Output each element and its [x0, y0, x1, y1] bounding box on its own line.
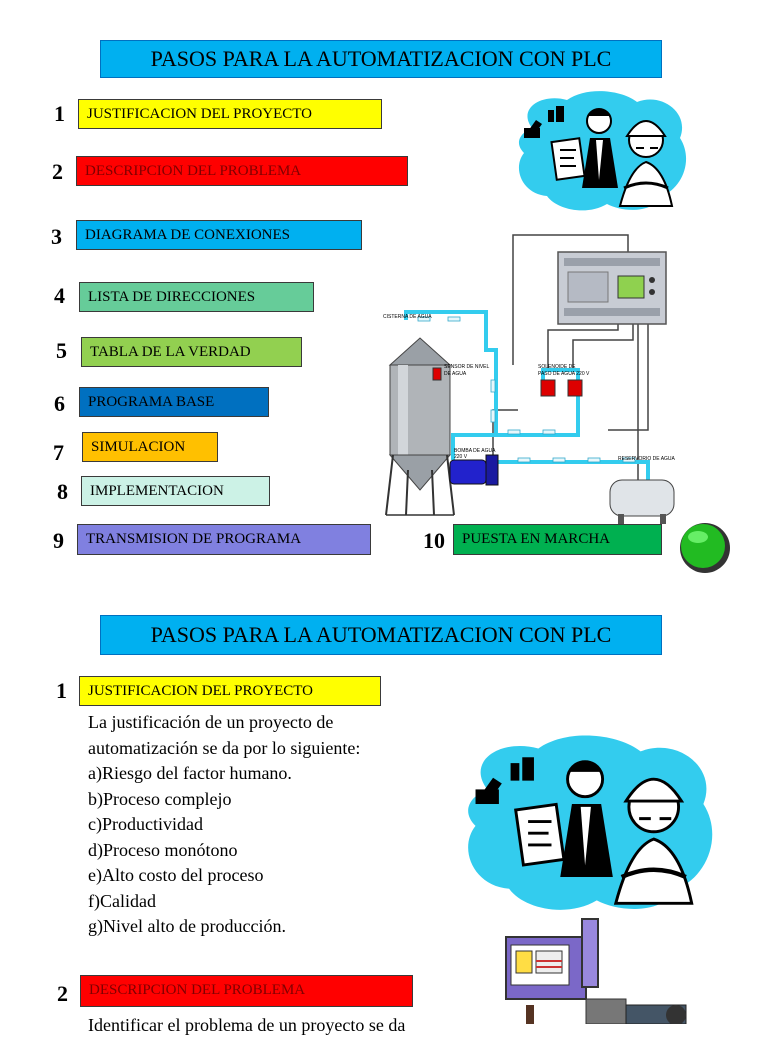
justification-item-d: d)Proceso monótono: [88, 839, 238, 860]
slide2-step-2-number: 2: [57, 981, 68, 1006]
justification-item-e: e)Alto costo del proceso: [88, 865, 264, 885]
start-button-icon: [680, 523, 730, 573]
step-5-label: TABLA DE LA VERDAD: [81, 337, 302, 367]
slide2-title: PASOS PARA LA AUTOMATIZACION CON PLC: [100, 615, 662, 655]
justification-item-f: f)Calidad: [88, 890, 156, 911]
step-4-label: LISTA DE DIRECCIONES: [79, 282, 314, 312]
step-5-number: 5: [56, 338, 67, 363]
plc-device: [557, 251, 667, 325]
step-7-label: SIMULACION: [82, 432, 218, 462]
level-sensor-label-2: DE AGUA: [444, 371, 467, 377]
slide2-step-1-number: 1: [56, 678, 67, 703]
justification-item-g: g)Nivel alto de producción.: [88, 916, 286, 936]
solenoid-valves: [540, 379, 583, 397]
step-4-number: 4: [54, 283, 65, 308]
engineers-illustration: [518, 91, 687, 211]
justification-item-b: b)Proceso complejo: [88, 788, 232, 809]
step-8-number: 8: [57, 479, 68, 504]
reservoir-tank: [609, 479, 675, 524]
justification-line-1: La justificación de un proyecto de: [88, 712, 334, 732]
step-10-label: PUESTA EN MARCHA: [453, 524, 662, 555]
step-6-label: PROGRAMA BASE: [79, 387, 269, 417]
step-9-number: 9: [53, 528, 64, 553]
step-2-number: 2: [52, 159, 63, 184]
slide2-step-2-label: DESCRIPCION DEL PROBLEMA: [80, 975, 413, 1007]
engineers-illustration-large: [468, 735, 713, 910]
slide1-title: PASOS PARA LA AUTOMATIZACION CON PLC: [100, 40, 662, 78]
pump-label-2: 220 V: [454, 454, 468, 460]
solenoid-label-1: SOLENOIDE DE: [538, 364, 576, 370]
cistern-label: CISTERNA DE AGUA: [383, 314, 432, 320]
step-7-number: 7: [53, 440, 64, 465]
level-sensor: [432, 367, 442, 381]
step-9-label: TRANSMISION DE PROGRAMA: [77, 524, 371, 555]
step-1-label: JUSTIFICACION DEL PROYECTO: [78, 99, 382, 129]
solenoid-label-2: PASO DE AGUA 220 V: [538, 371, 590, 377]
pump-label-1: BOMBA DE AGUA: [454, 448, 496, 454]
justification-item-a: a)Riesgo del factor humano.: [88, 763, 292, 783]
level-sensor-label-1: SENSOR DE NIVEL: [444, 364, 490, 370]
step-6-number: 6: [54, 391, 65, 416]
step-10-number: 10: [423, 528, 445, 553]
step-8-label: IMPLEMENTACION: [81, 476, 270, 506]
cistern-silo: [385, 337, 455, 516]
step-3-label: DIAGRAMA DE CONEXIONES: [76, 220, 362, 250]
step-1-number: 1: [54, 101, 65, 126]
justification-line-2: automatización se da por lo siguiente:: [88, 737, 361, 758]
justification-item-c: c)Productividad: [88, 814, 203, 834]
slide2-step-1-label: JUSTIFICACION DEL PROYECTO: [79, 676, 381, 706]
machine-illustration: [505, 918, 687, 1024]
step-2-label: DESCRIPCION DEL PROBLEMA: [76, 156, 408, 186]
reservoir-label: RESERVORIO DE AGUA: [618, 456, 676, 462]
step-3-number: 3: [51, 224, 62, 249]
problem-description-text: Identificar el problema de un proyecto s…: [88, 1015, 406, 1035]
water-pump: [449, 454, 499, 486]
process-diagram: CISTERNA DE AGUA SENSOR DE NIVEL DE AGUA…: [383, 234, 676, 524]
